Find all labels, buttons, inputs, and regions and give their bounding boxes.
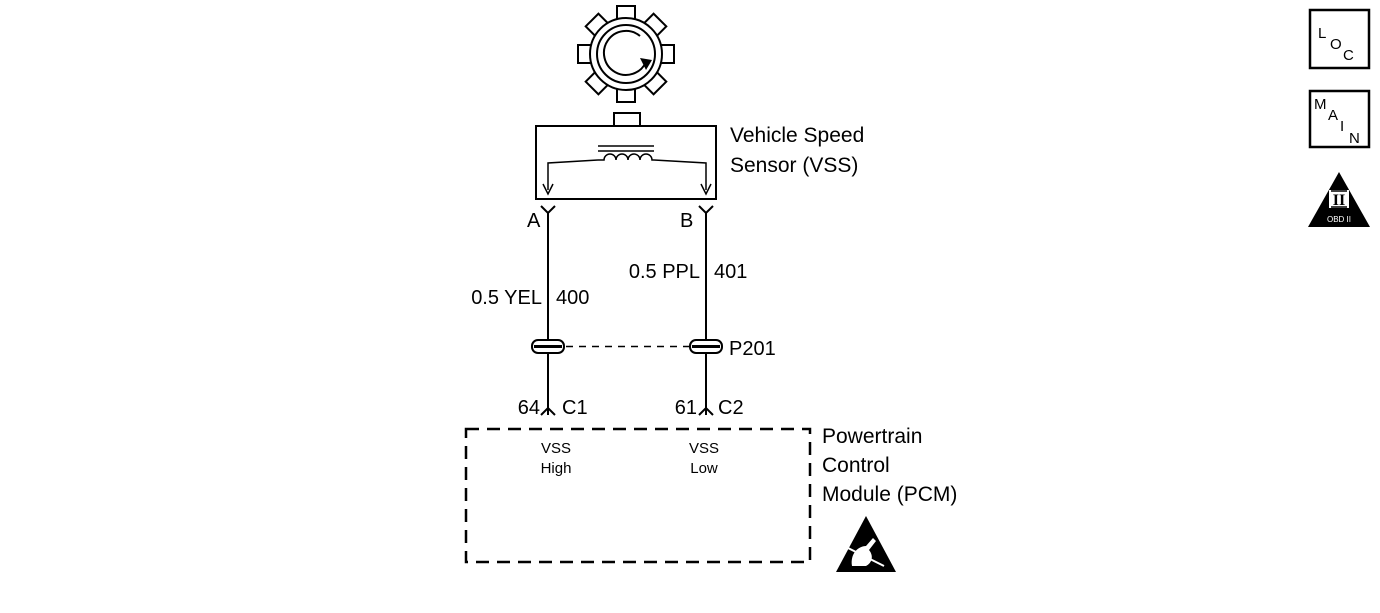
loc-icon-letter-1: L: [1318, 25, 1326, 42]
inline-connector-p201: [531, 339, 723, 354]
location-icon[interactable]: L O C: [1308, 8, 1371, 70]
pcm-pin-c2-connector: C2: [718, 397, 744, 419]
wire-400-circuit: 400: [556, 287, 589, 309]
main-icon-letter-4: N: [1349, 130, 1360, 147]
reluctor-wheel-icon: [577, 5, 675, 103]
pcm-signal-vss-high-line2: High: [541, 460, 572, 477]
loc-icon-letter-2: O: [1330, 36, 1342, 53]
pcm-name-line2: Control: [822, 454, 890, 477]
pcm-signal-vss-low-line2: Low: [690, 460, 718, 477]
pcm-terminal-c2-symbol: [698, 406, 714, 416]
sensor-name-line1: Vehicle Speed: [730, 124, 864, 147]
vehicle-speed-sensor: [535, 125, 717, 200]
pcm-signal-vss-high-line1: VSS: [541, 440, 571, 457]
terminal-b-label: B: [680, 210, 693, 232]
loc-icon-letter-3: C: [1343, 47, 1354, 64]
sensor-nose: [613, 112, 641, 127]
terminal-a-symbol: [540, 205, 556, 215]
obd-ii-icon[interactable]: II OBD II: [1308, 172, 1370, 227]
sensor-name-line2: Sensor (VSS): [730, 154, 858, 177]
wire-401-size-color: 0.5 PPL: [629, 261, 700, 283]
pcm-box: [464, 427, 812, 564]
obd-icon-numeral: II: [1333, 192, 1345, 209]
terminal-b-symbol: [698, 205, 714, 215]
main-icon-letter-3: I: [1340, 118, 1344, 135]
main-icon-letter-1: M: [1314, 96, 1327, 113]
main-icon[interactable]: M A I N: [1308, 89, 1371, 149]
pcm-pin-c2-number: 61: [675, 397, 697, 419]
esd-warning-icon: [836, 516, 896, 572]
obd-icon-caption: OBD II: [1327, 215, 1351, 224]
pcm-name-line1: Powertrain: [822, 425, 922, 448]
pcm-signal-vss-low-line1: VSS: [689, 440, 719, 457]
connector-label: P201: [729, 338, 776, 360]
pcm-pin-c1-connector: C1: [562, 397, 588, 419]
wire-400-size-color: 0.5 YEL: [471, 287, 542, 309]
pcm-pin-c1-number: 64: [518, 397, 540, 419]
wire-401-circuit: 401: [714, 261, 747, 283]
main-icon-letter-2: A: [1328, 107, 1338, 124]
pcm-terminal-c1-symbol: [540, 406, 556, 416]
terminal-a-label: A: [527, 210, 541, 232]
pcm-name-line3: Module (PCM): [822, 483, 957, 506]
